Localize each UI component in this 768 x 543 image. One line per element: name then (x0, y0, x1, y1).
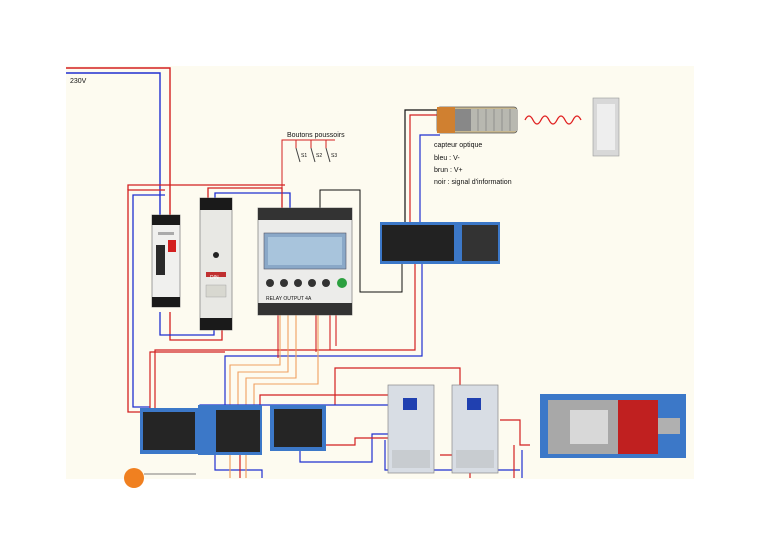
sensor-legend-black: noir : signal d'information (434, 179, 512, 186)
terminal-block-sensor (380, 222, 500, 264)
terminal-block-lower-3 (270, 405, 326, 451)
sensor-legend-blue: bleu : V- (434, 155, 460, 162)
breaker-to-psu-phase (169, 312, 223, 341)
reflector (592, 97, 620, 157)
left-phase-bus (127, 189, 165, 413)
button-s3-label: S3 (331, 153, 338, 159)
phase-bus-top (127, 184, 285, 190)
supply-phase-wire (66, 67, 171, 218)
plc-key-ok (337, 278, 347, 288)
light-beam-wave (524, 115, 582, 125)
optical-sensor (436, 106, 518, 134)
psu-brand-label: DIN (210, 275, 219, 281)
plc-key-4 (308, 279, 316, 287)
contactor-to-motor-red (500, 419, 530, 446)
button-common-wire (281, 139, 335, 208)
sensor-terminal-to-rail-red (154, 255, 416, 412)
breaker-to-psu-neutral (159, 312, 215, 336)
sensor-wires (154, 109, 440, 412)
relay-out-3 (245, 315, 297, 412)
plc-key-5 (322, 279, 330, 287)
cross-red-top (149, 351, 225, 412)
supply-wires (66, 67, 171, 218)
relay-out-1 (229, 315, 281, 412)
terminal-block-lower-2 (198, 405, 262, 455)
plc-key-1 (266, 279, 274, 287)
relay-output-wires (229, 315, 337, 412)
button-s2-contact (310, 147, 316, 163)
sensor-legend-brown: brun : V+ (434, 167, 463, 174)
plc-key-3 (294, 279, 302, 287)
sensor-signal-to-plc (319, 189, 403, 293)
sensor-blue-wire (419, 134, 440, 225)
sensor-brown-wire (409, 114, 438, 225)
power-supply (199, 197, 233, 331)
sensor-title: capteur optique (434, 142, 483, 149)
psu-to-controller-neg (214, 192, 291, 208)
supply-neutral-wire (66, 72, 161, 218)
relay-out-2 (237, 315, 289, 412)
plc-key-2 (280, 279, 288, 287)
push-buttons-title: Boutons poussoirs (287, 132, 345, 139)
bottom-blue-loop (214, 455, 263, 478)
motor (540, 394, 686, 458)
sensor-terminal-to-rail-blue (224, 255, 423, 412)
supply-label: 230V (70, 78, 87, 85)
button-s3-contact (325, 147, 331, 163)
circuit-breaker (151, 214, 181, 308)
mid-red-loop (334, 367, 461, 405)
sensor-black-wire (404, 109, 438, 225)
button-s2-label: S2 (316, 153, 323, 159)
contactor-red-loop (305, 437, 400, 446)
relay-out-4 (253, 315, 319, 412)
terminal-block-lower-1 (140, 408, 198, 454)
left-neutral-bus (132, 194, 165, 408)
button-s1-contact (295, 147, 301, 163)
contactor-blue-loop (299, 433, 398, 463)
plc-bottom-label: RELAY OUTPUT 4A (266, 296, 312, 302)
plc-controller (257, 207, 353, 316)
button-s1-label: S1 (301, 153, 308, 159)
contactor-1 (387, 384, 435, 474)
push-button-wires (281, 139, 403, 293)
pilot-lamp-icon (124, 468, 144, 488)
contactor-2 (451, 384, 499, 474)
